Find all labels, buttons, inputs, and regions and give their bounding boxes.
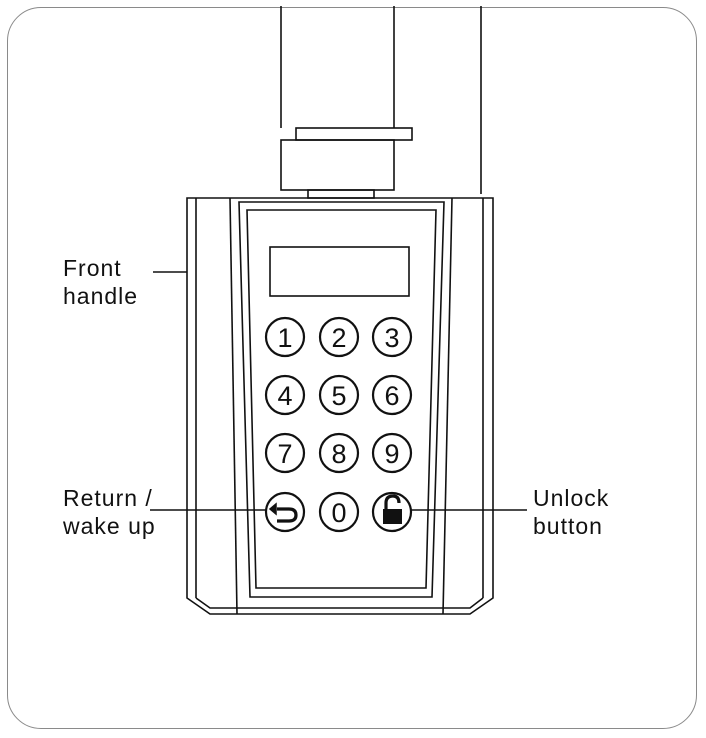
front-handle-label: Front handle xyxy=(63,254,138,310)
key-0-label: 0 xyxy=(331,498,346,528)
key-9-label: 9 xyxy=(384,439,399,469)
key-8[interactable]: 8 xyxy=(318,432,360,474)
front-panel xyxy=(238,201,445,598)
return-wake-label: Return / wake up xyxy=(63,484,156,540)
display-screen xyxy=(269,246,410,297)
lock-icon xyxy=(383,494,402,524)
return-wake-key[interactable] xyxy=(264,491,306,533)
unlock-key[interactable] xyxy=(371,491,413,533)
key-4[interactable]: 4 xyxy=(264,374,306,416)
key-3-label: 3 xyxy=(384,323,399,353)
key-9[interactable]: 9 xyxy=(371,432,413,474)
key-6[interactable]: 6 xyxy=(371,374,413,416)
unlock-button-label: Unlock button xyxy=(533,484,609,540)
key-1-label: 1 xyxy=(277,323,292,353)
return-wake-label-line1: Return / xyxy=(63,485,153,511)
front-handle-label-line1: Front xyxy=(63,255,122,281)
key-0[interactable]: 0 xyxy=(318,491,360,533)
key-6-label: 6 xyxy=(384,381,399,411)
key-3[interactable]: 3 xyxy=(371,316,413,358)
device-body xyxy=(186,197,494,615)
key-8-label: 8 xyxy=(331,439,346,469)
shaft xyxy=(280,6,482,199)
unlock-button-label-line2: button xyxy=(533,513,603,539)
key-5[interactable]: 5 xyxy=(318,374,360,416)
keypad: 1 2 3 4 5 6 7 8 9 0 xyxy=(264,316,413,533)
key-1[interactable]: 1 xyxy=(264,316,306,358)
unlock-button-label-line1: Unlock xyxy=(533,485,610,511)
key-4-label: 4 xyxy=(277,381,292,411)
key-7[interactable]: 7 xyxy=(264,432,306,474)
key-2[interactable]: 2 xyxy=(318,316,360,358)
key-2-label: 2 xyxy=(331,323,346,353)
return-wake-label-line2: wake up xyxy=(63,513,156,539)
diagram-frame xyxy=(7,7,697,729)
front-handle-label-line2: handle xyxy=(63,283,139,309)
key-5-label: 5 xyxy=(331,381,346,411)
return-icon xyxy=(268,502,298,523)
key-7-label: 7 xyxy=(277,439,292,469)
